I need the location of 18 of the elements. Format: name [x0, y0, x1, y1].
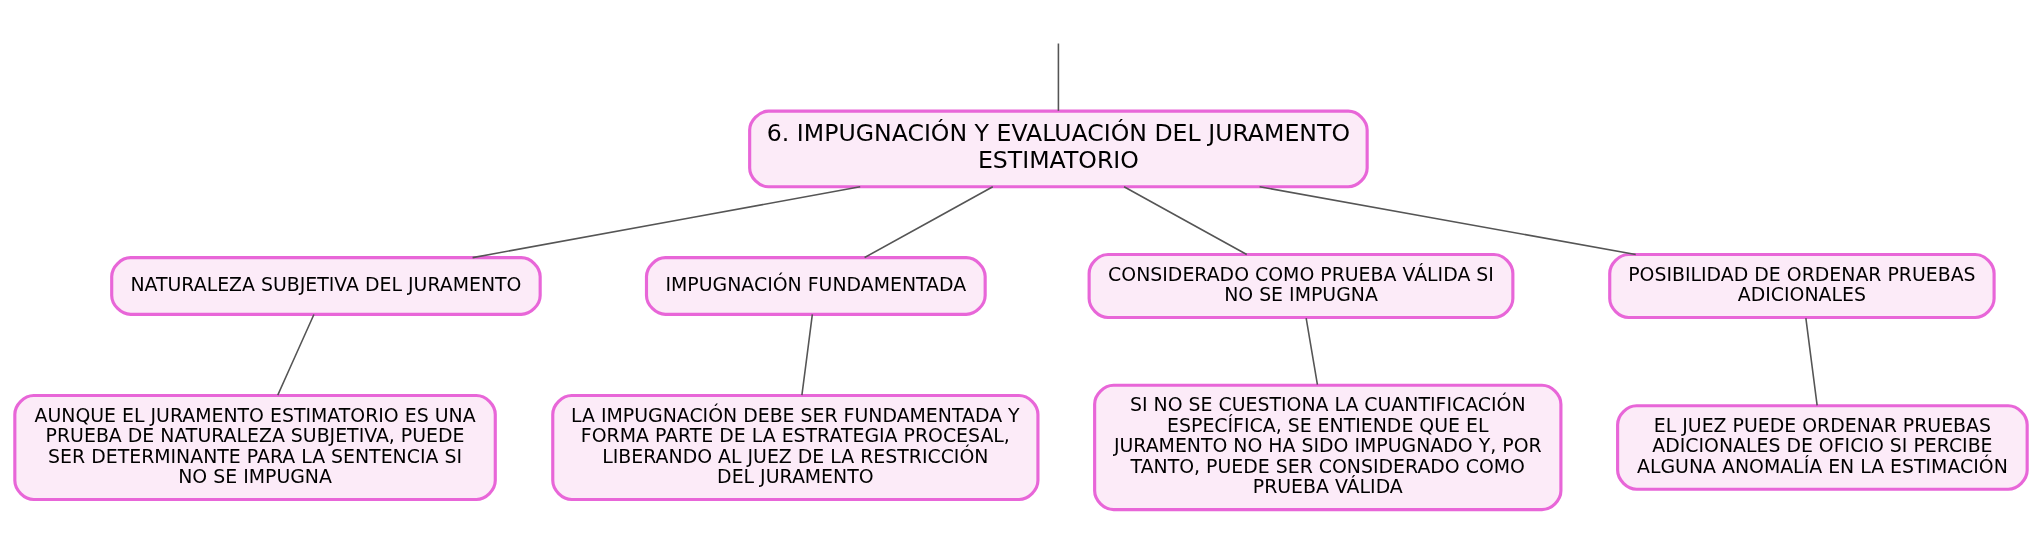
node-box: SI NO SE CUESTIONA LA CUANTIFICACIÓN ESPECÍFICA, SE ENTIENDE QUE EL JURAMENTO NO HA SIDO IMPUGNADO Y, POR TANTO, PUEDE SER CONSIDERADO COMO PRUEBA VÁLIDA: [1093, 383, 1563, 512]
node-box: IMPUGNACIÓN FUNDAMENTADA: [644, 256, 987, 316]
connector: [863, 186, 994, 259]
node-box: EL JUEZ PUEDE ORDENAR PRUEBAS ADICIONALES DE OFICIO SI PERCIBE ALGUNA ANOMALÍA EN LA ESTIMACIÓN: [1616, 404, 2029, 491]
connector: [471, 186, 861, 259]
connector: [1305, 317, 1319, 386]
node-box: LA IMPUGNACIÓN DEBE SER FUNDAMENTADA Y FORMA PARTE DE LA ESTRATEGIA PROCESAL, LIBERANDO AL JUEZ DE LA RESTRICCIÓN DEL JURAMENTO: [551, 393, 1040, 502]
node-box: 6. IMPUGNACIÓN Y EVALUACIÓN DEL JURAMENTO ESTIMATORIO: [748, 109, 1369, 189]
node-box: AUNQUE EL JURAMENTO ESTIMATORIO ES UNA PRUEBA DE NATURALEZA SUBJETIVA, PUEDE SER DETERMINANTE PARA LA SENTENCIA SI NO SE IMPUGNA: [13, 393, 497, 502]
connector: [1123, 186, 1248, 256]
node-box: NATURALEZA SUBJETIVA DEL JURAMENTO: [110, 256, 542, 316]
connector: [1805, 317, 1818, 407]
node-box: POSIBILIDAD DE ORDENAR PRUEBAS ADICIONALES: [1608, 252, 1996, 320]
node-box: CONSIDERADO COMO PRUEBA VÁLIDA SI NO SE IMPUGNA: [1087, 252, 1515, 320]
connector: [276, 313, 315, 396]
connector: [1057, 42, 1060, 112]
connector: [801, 313, 814, 396]
connector: [1258, 186, 1637, 256]
